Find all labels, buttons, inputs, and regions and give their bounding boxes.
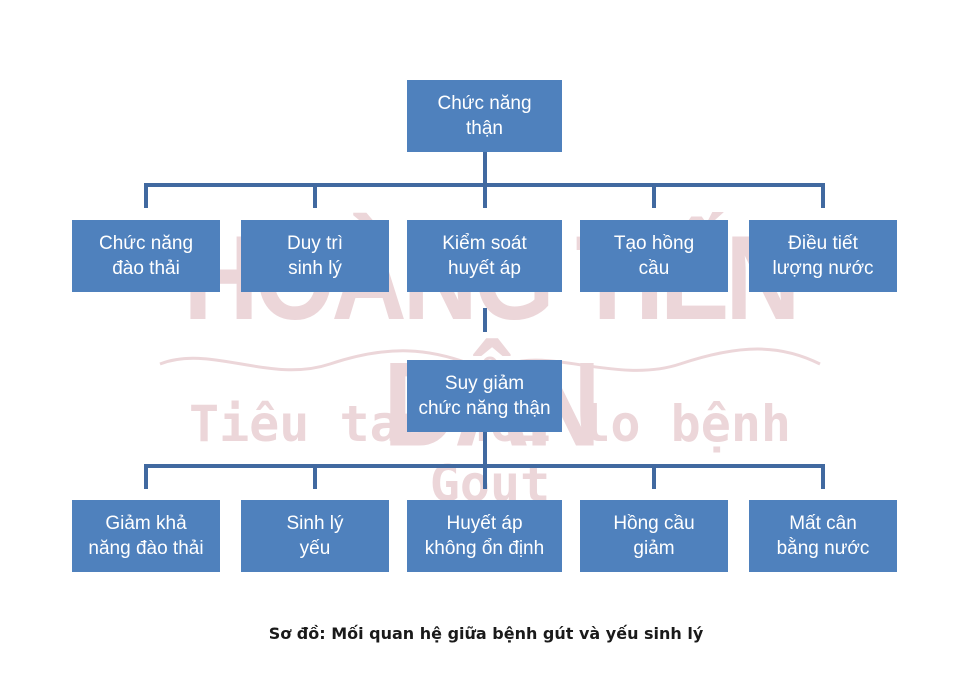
middle-node-label: Suy giảm chức năng thận [418,373,551,419]
function-node-label: Duy trì sinh lý [287,233,343,279]
effect-node-label: Huyết áp không ổn định [424,513,545,559]
function-node-label: Điều tiết lượng nước [772,233,874,279]
function-node: Chức năng đào thải [72,220,220,292]
effect-node: Hồng cầu giảm [580,500,728,572]
effect-node-label: Giảm khả năng đào thải [88,513,204,559]
middle-node: Suy giảm chức năng thận [407,360,562,432]
function-node: Điều tiết lượng nước [749,220,897,292]
function-node: Tạo hồng cầu [580,220,728,292]
function-node-label: Kiểm soát huyết áp [442,233,527,279]
effect-node-label: Sinh lý yếu [286,513,344,559]
root-node: Chức năng thận [407,80,562,152]
effect-node: Huyết áp không ổn định [407,500,562,572]
effect-node: Sinh lý yếu [241,500,389,572]
root-node-label: Chức năng thận [437,93,532,139]
effect-node: Mất cân bằng nước [749,500,897,572]
diagram-caption: Sơ đồ: Mối quan hệ giữa bệnh gút và yếu … [268,624,704,643]
effect-node: Giảm khả năng đào thải [72,500,220,572]
effect-node-label: Mất cân bằng nước [776,513,870,559]
function-node: Kiểm soát huyết áp [407,220,562,292]
function-node-label: Tạo hồng cầu [613,233,695,279]
function-node-label: Chức năng đào thải [98,233,194,279]
effect-node-label: Hồng cầu giảm [613,513,695,559]
function-node: Duy trì sinh lý [241,220,389,292]
